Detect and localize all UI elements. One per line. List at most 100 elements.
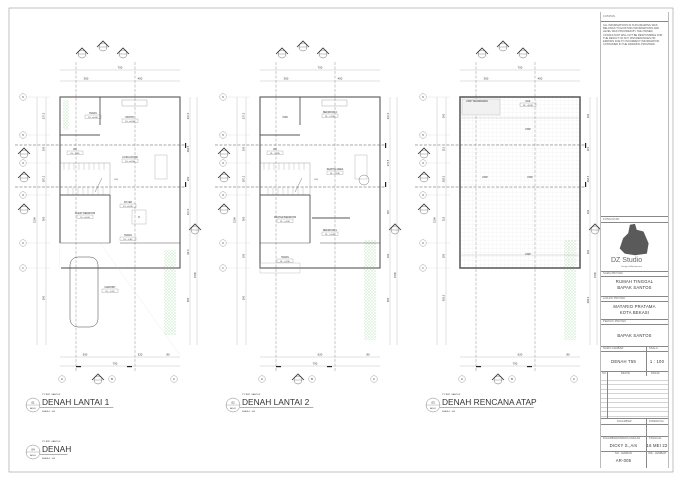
dimension-part: 620 (518, 353, 523, 357)
foyer-lamp (138, 216, 140, 218)
section-arrow (217, 203, 231, 211)
sheet-reference: AR-05 (30, 454, 37, 457)
level-tag-box (76, 214, 94, 219)
section-arrow (17, 203, 31, 211)
section-arrow (217, 147, 231, 155)
stair-outline (59, 162, 111, 196)
floor-level: FL. ±0.00 (125, 121, 135, 123)
divider (601, 296, 668, 297)
consultant-heading: KONSULTAN (603, 218, 620, 221)
sheet-border (8, 7, 674, 473)
staircase (259, 162, 311, 196)
section-end-mark (127, 366, 132, 368)
dimension-part: 300 (84, 77, 89, 81)
room-name: CARPORT (104, 286, 116, 289)
section-marker-icon (388, 223, 402, 235)
grid-row-label: 2 (22, 241, 24, 245)
section-marker-icon (116, 47, 130, 59)
level-tag-box (66, 150, 84, 155)
section-marker-icon (417, 203, 431, 215)
dimension-part: 100 (242, 146, 246, 151)
section-end-mark (276, 366, 281, 368)
view-scale: SKALA 1 : 100 (42, 457, 56, 460)
section-marker-icon (516, 47, 530, 59)
section-end-mark (585, 143, 587, 148)
section-marker-icon (96, 40, 110, 52)
view-title-text: DENAH LANTAI 2 (242, 397, 310, 407)
view-owner-tag: PT. BPK. SANTOS (242, 393, 261, 396)
section-arrow (417, 147, 431, 155)
section-arrow (91, 373, 105, 381)
dimension-part: 300 (42, 216, 46, 221)
section-arrow (316, 47, 330, 55)
floor-level: FL. +3.95 (270, 153, 280, 155)
drafter-name: DICKY S.,Ars (609, 443, 638, 448)
dimension-part: 392.5 (586, 296, 590, 303)
grid-row-label: 1 (222, 266, 224, 270)
section-arrow (475, 47, 489, 55)
grid-row-label: 4 (422, 161, 424, 165)
section-marker-icon (417, 147, 431, 159)
scale-heading: SKALA (649, 347, 658, 350)
carport-guide (99, 242, 181, 356)
grid-row-label: 4 (222, 161, 224, 165)
grid-bubble (458, 375, 466, 383)
floor-level: FL. +4.00 (330, 173, 340, 175)
date-heading: TANGGAL (649, 437, 662, 440)
grid-bubble (258, 375, 266, 383)
room-name: BEDROOM 2 (323, 112, 338, 114)
stair-arrow (94, 177, 103, 193)
notes-text: ALL INFORMATIONS IN THIS DRAWING WAS BEL… (603, 24, 663, 47)
balcony-outline (259, 262, 301, 274)
floor-level: FL. ±0.00 (123, 206, 133, 208)
dimension-part: 187 (386, 209, 390, 214)
divider (601, 436, 668, 437)
section-marker-icon (217, 147, 231, 159)
section-marker-icon (17, 147, 31, 159)
grid-bubble (219, 239, 227, 247)
dimension-part: 620 (318, 353, 323, 357)
section-arrow (17, 171, 31, 179)
room-name: ATAP (525, 253, 531, 256)
section-end-mark (476, 366, 481, 368)
grid-bubble (508, 375, 516, 383)
grid-row-label: 6 (22, 95, 24, 99)
grid-bubble (419, 191, 427, 199)
room-label: BEDROOM 2FL. +4.00 (321, 112, 339, 118)
checked-heading: DIPERIKSA (649, 420, 664, 423)
dimension-part: 392.5 (442, 294, 446, 301)
level-tag-box (119, 236, 137, 241)
room-name: VOID (282, 117, 288, 119)
grid-col-label: A (461, 377, 463, 381)
dimension-part: 80 (366, 353, 370, 357)
dimension-part: 300 (284, 77, 289, 81)
drawing-name-heading: NAMA GAMBAR (603, 347, 624, 350)
grid-col-label: B (311, 377, 313, 381)
grid-bubble (108, 375, 116, 383)
view-scale: SKALA 1 : 100 (42, 410, 56, 413)
section-arrow (116, 47, 130, 55)
dimension-part: 100 (386, 253, 390, 258)
view-owner-tag: PT. BPK. SANTOS (442, 393, 461, 396)
grid-row-label: 3 (422, 193, 424, 197)
section-marker-icon (275, 47, 289, 59)
room-name: ATAP (527, 176, 533, 179)
grid-bubble (219, 131, 227, 139)
room-label: ATAP (525, 128, 531, 131)
floor-level: FL. -0.05 (71, 153, 81, 155)
dimension-part: 400 (538, 77, 543, 81)
dimension-total: 1500 (433, 217, 437, 223)
dimension-part: 187.5 (42, 175, 46, 182)
drawing-date: 16 MEI 22 (646, 443, 668, 448)
dimension-total: 1500 (33, 217, 37, 223)
stair-direction-label: DN (114, 179, 118, 181)
